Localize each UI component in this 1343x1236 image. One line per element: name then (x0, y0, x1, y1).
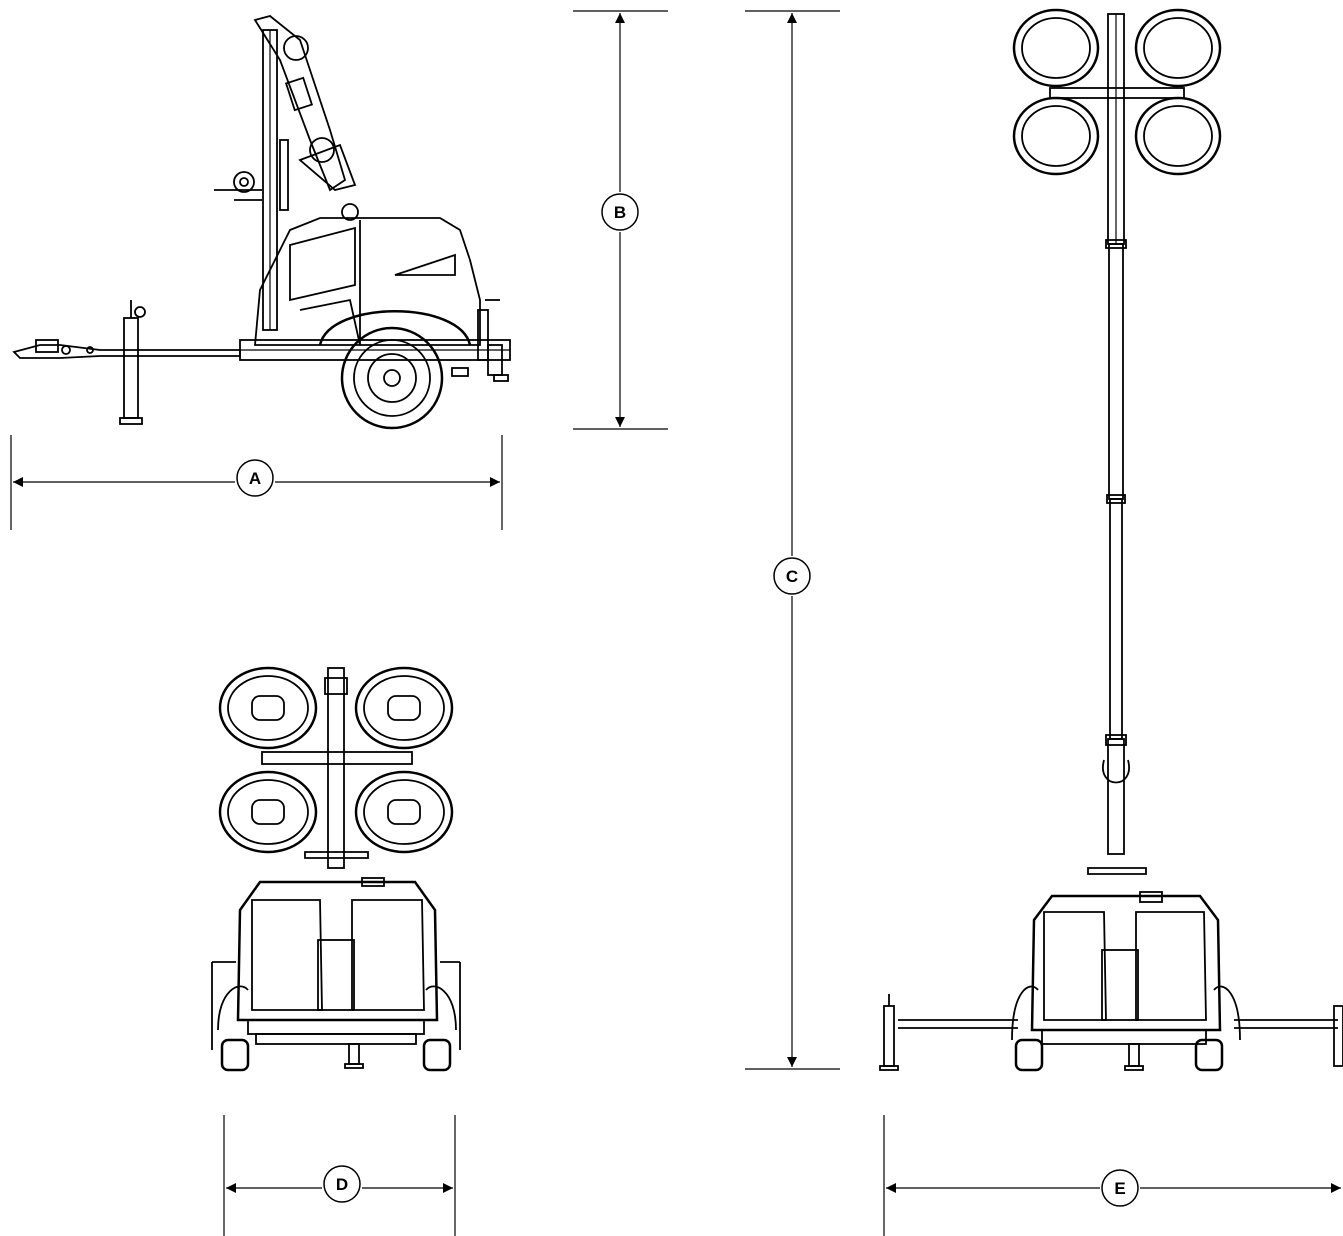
dimension-b-label: B (614, 203, 626, 222)
dimension-a-bubble (236, 459, 274, 497)
side-view-trailer (12, 15, 511, 430)
dimension-d: D (223, 1115, 456, 1236)
dimension-c-label: C (786, 567, 798, 586)
dimension-b-bubble (601, 193, 639, 231)
dimension-e-label: E (1114, 1179, 1125, 1198)
dimension-e: E (883, 1115, 1341, 1236)
dimension-b: B (573, 10, 668, 430)
front-view-extended (879, 8, 1343, 1072)
dimension-e-bubble (1101, 1169, 1139, 1207)
front-view-stowed (211, 666, 461, 1072)
dimension-d-bubble (323, 1165, 361, 1203)
dimension-c: C (745, 10, 840, 1070)
dimension-c-bubble (773, 557, 811, 595)
dimension-a: A (10, 435, 503, 530)
dimension-a-label: A (249, 469, 261, 488)
dimension-d-label: D (336, 1175, 348, 1194)
